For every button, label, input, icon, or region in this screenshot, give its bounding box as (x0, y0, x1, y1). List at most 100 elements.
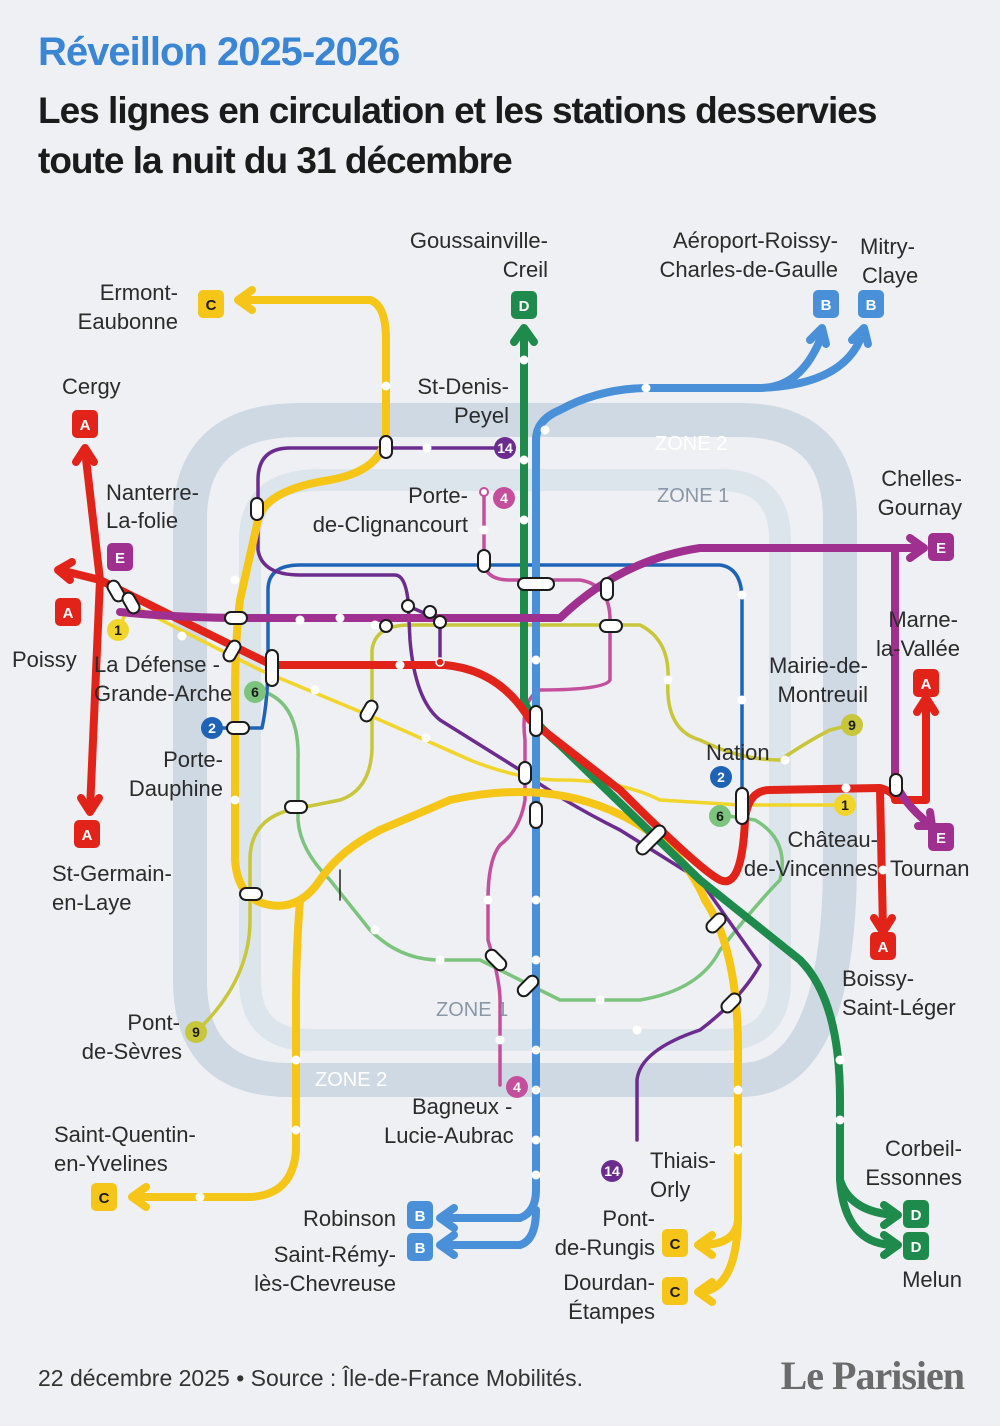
station-labels: Ermont- Eaubonne Goussainville- Creil Aé… (12, 228, 970, 1324)
label-sqy-2: en-Yvelines (54, 1151, 168, 1176)
station-dot (310, 685, 320, 695)
label-nanterre-2: La-folie (106, 508, 178, 533)
svg-text:B: B (866, 297, 877, 314)
arrowheads (54, 286, 939, 1306)
badge-9-mairie: 9 (841, 714, 863, 736)
svg-text:2: 2 (717, 769, 725, 785)
station-dot (195, 1192, 205, 1202)
svg-text:9: 9 (192, 1024, 200, 1040)
interchange (359, 699, 379, 723)
station-dot (531, 655, 541, 665)
station-dot (780, 755, 790, 765)
label-boissy-2: Saint-Léger (842, 995, 956, 1020)
svg-text:C: C (670, 1236, 681, 1253)
label-bagneux-2: Lucie-Aubrac (384, 1123, 514, 1148)
label-robinson: Robinson (303, 1206, 396, 1231)
terminus-dot-a (435, 657, 445, 667)
label-rungis-2: de-Rungis (555, 1235, 655, 1260)
label-marne-1: Marne- (888, 607, 958, 632)
station-dot (733, 1085, 743, 1095)
station-dots (177, 355, 888, 1202)
station-dot (370, 620, 380, 630)
station-dot (737, 695, 747, 705)
label-dauphine-1: Porte- (163, 747, 223, 772)
brand-logo: Le Parisien (780, 1353, 965, 1398)
svg-text:9: 9 (848, 717, 856, 733)
label-tournan: Tournan (890, 856, 970, 881)
station-dot (531, 1135, 541, 1145)
interchange (720, 992, 742, 1014)
svg-text:D: D (911, 1239, 922, 1256)
arrow-c-rungis (694, 1231, 716, 1259)
badge-c-sqy: C (91, 1183, 117, 1211)
label-cergy: Cergy (62, 374, 121, 399)
station-dot (641, 383, 651, 393)
label-melun: Melun (902, 1267, 962, 1292)
interchange (379, 619, 393, 633)
interchange (889, 773, 903, 797)
badge-1-ladefense: 1 (107, 619, 129, 641)
station-dot (663, 675, 673, 685)
station-dot (519, 455, 529, 465)
interchange (517, 577, 555, 591)
label-dourdan-2: Étampes (568, 1299, 655, 1324)
svg-text:C: C (206, 297, 217, 314)
rer-line-a (56, 446, 930, 934)
title-line-2: toute la nuit du 31 décembre (38, 140, 513, 181)
label-ladefense-1: La Défense - (94, 652, 220, 677)
station-dot (479, 525, 489, 535)
label-ermont-1: Ermont- (100, 280, 178, 305)
arrow-a-cergy (72, 444, 98, 466)
svg-text:E: E (936, 830, 946, 847)
interchange (265, 649, 279, 687)
page-title: Les lignes en circulation et les station… (38, 86, 877, 186)
station-dot (531, 895, 541, 905)
station-dot (531, 955, 541, 965)
label-sevres-2: de-Sèvres (82, 1039, 182, 1064)
label-dourdan-1: Dourdan- (563, 1270, 655, 1295)
station-dot (370, 925, 380, 935)
station-dot (531, 1085, 541, 1095)
interchange (705, 912, 727, 934)
label-thiais-1: Thiais- (650, 1148, 716, 1173)
label-nation: Nation (706, 740, 770, 765)
badge-14-stdenis: 14 (494, 437, 516, 459)
interchange (477, 549, 491, 573)
badge-6-ladefense: 6 (244, 681, 266, 703)
interchange (284, 800, 308, 814)
interchange (106, 579, 126, 603)
station-dot (230, 795, 240, 805)
label-goussainville-2: Creil (503, 257, 548, 282)
rer-line-c (131, 296, 742, 1296)
station-dot (435, 955, 445, 965)
label-corbeil-2: Essonnes (865, 1165, 962, 1190)
zone-2-label-bottom: ZONE 2 (315, 1069, 387, 1091)
arrow-c-sqy (128, 1183, 150, 1211)
svg-text:14: 14 (497, 440, 513, 456)
title-line-1: Les lignes en circulation et les station… (38, 90, 877, 131)
label-mitry-2: Claye (862, 263, 918, 288)
label-ladefense-2: Grande-Arche (94, 681, 232, 706)
badge-4-bagneux: 4 (506, 1076, 528, 1098)
svg-text:A: A (921, 676, 932, 693)
arrow-e-chelles (906, 534, 928, 562)
badge-6-nation: 6 (709, 805, 731, 827)
station-dot (230, 575, 240, 585)
badge-c-dourdan: C (662, 1277, 688, 1305)
label-clignancourt-1: Porte- (408, 483, 468, 508)
station-dot (733, 1145, 743, 1155)
interchange (735, 787, 749, 825)
badge-a-poissy: A (55, 598, 81, 626)
station-dot (291, 1125, 301, 1135)
badge-b-cdg: B (813, 290, 839, 318)
svg-text:1: 1 (114, 622, 122, 638)
svg-text:4: 4 (500, 490, 508, 506)
station-dot (835, 1115, 845, 1125)
label-thiais-2: Orly (650, 1177, 690, 1202)
svg-text:C: C (99, 1190, 110, 1207)
badge-d-goussainville: D (511, 291, 537, 319)
badge-9-sevres: 9 (185, 1021, 207, 1043)
label-vincennes-2: de-Vincennes (744, 856, 878, 881)
label-vincennes-1: Château- (787, 827, 878, 852)
svg-text:14: 14 (604, 1163, 620, 1179)
